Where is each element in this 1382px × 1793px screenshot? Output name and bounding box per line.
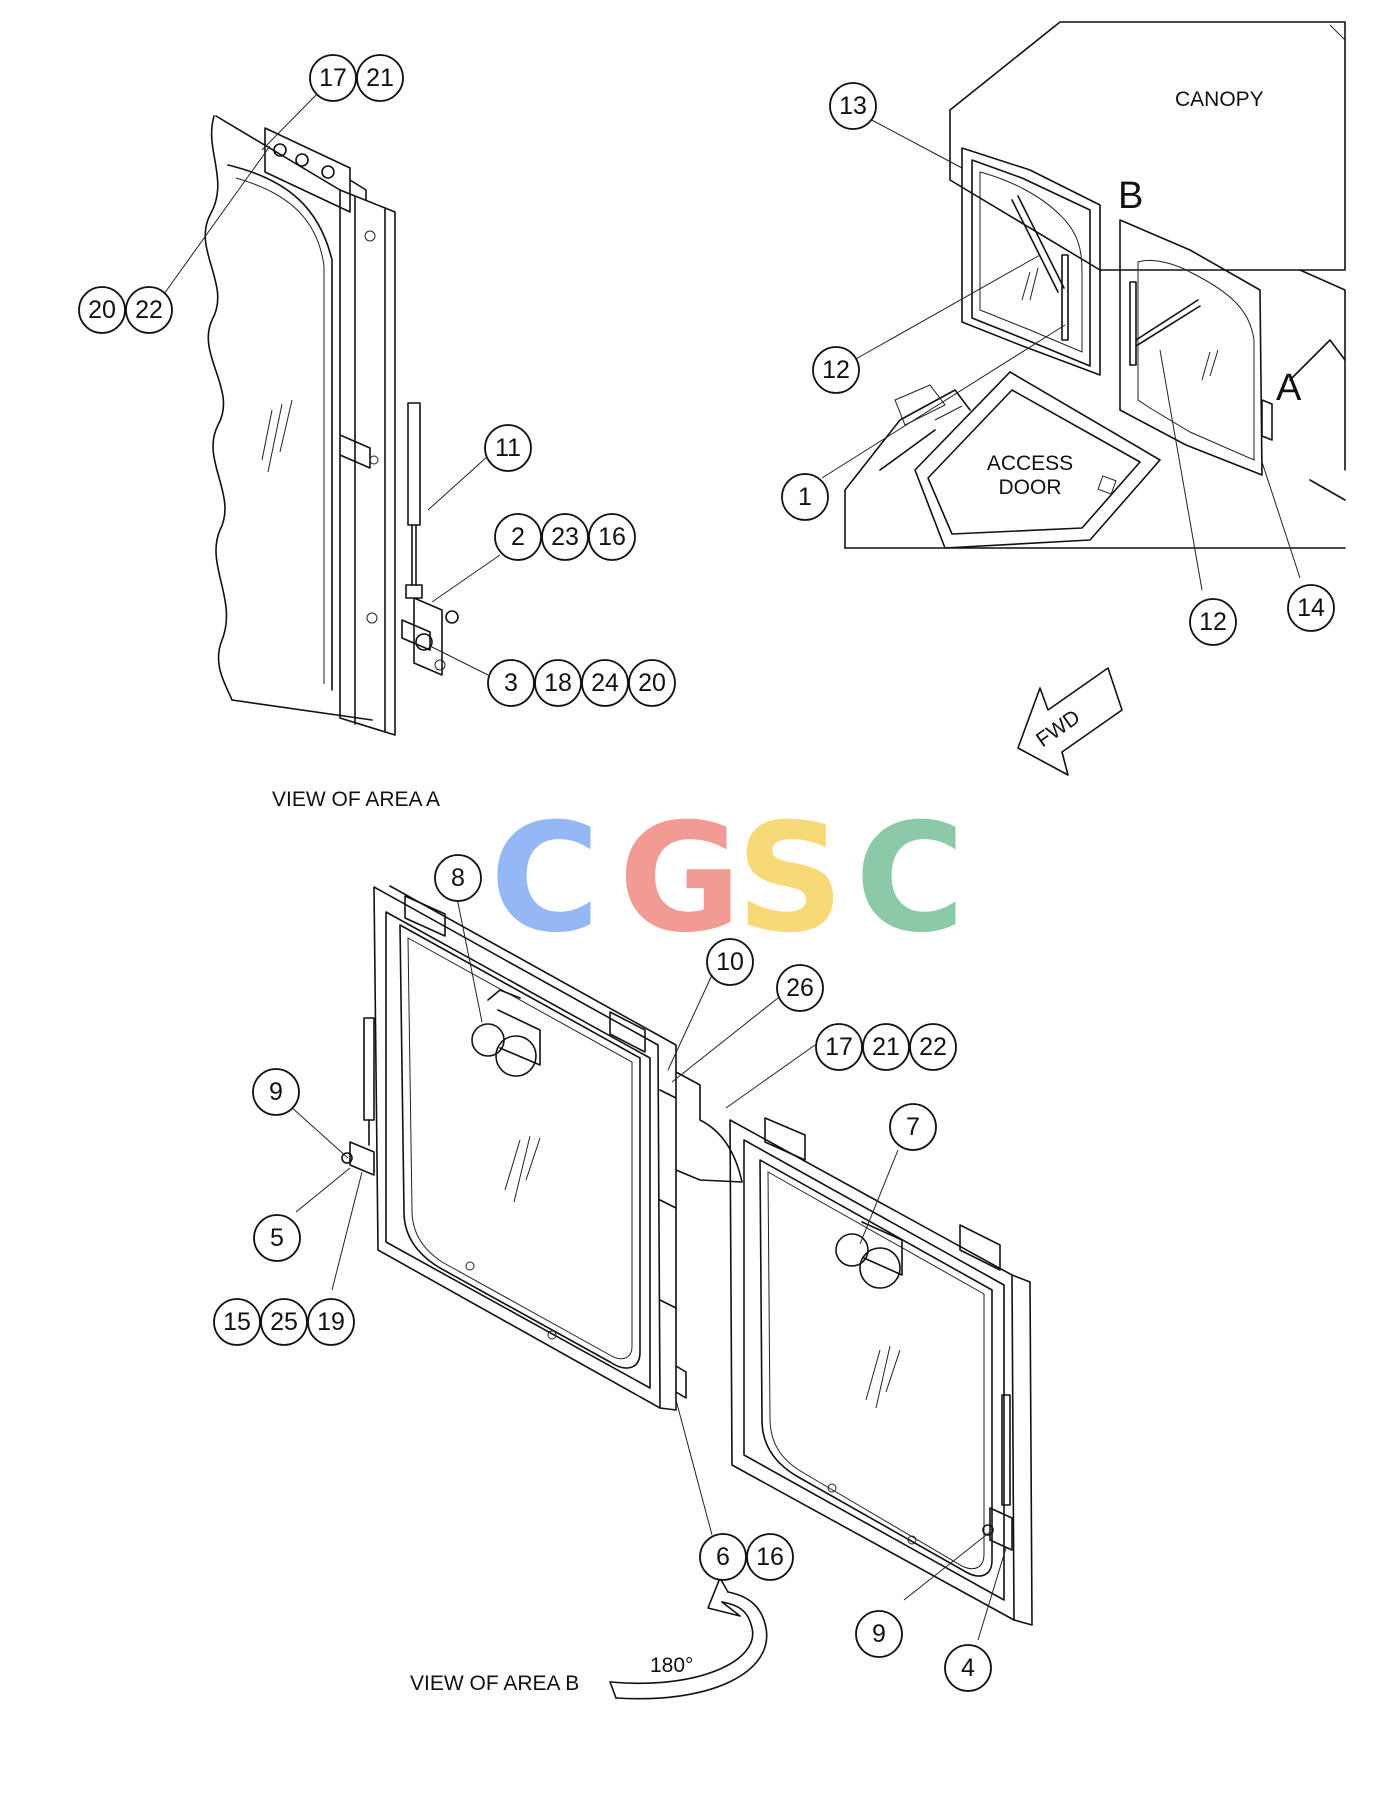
svg-text:4: 4	[961, 1654, 975, 1682]
callout: 8	[434, 854, 482, 902]
svg-text:16: 16	[598, 523, 626, 551]
svg-text:24: 24	[591, 669, 619, 697]
callout: 24	[581, 659, 629, 707]
svg-text:10: 10	[716, 948, 744, 976]
callout: 10	[706, 938, 754, 986]
callout: 16	[588, 513, 636, 561]
svg-text:21: 21	[366, 64, 394, 92]
svg-text:26: 26	[786, 974, 814, 1002]
watermark-letter-4: C	[855, 792, 965, 966]
svg-text:6: 6	[716, 1543, 730, 1571]
rotation-label: 180°	[650, 1654, 693, 1677]
callout: 25	[260, 1298, 308, 1346]
area-a-marker: A	[1276, 367, 1302, 409]
svg-text:3: 3	[504, 669, 518, 697]
svg-text:16: 16	[756, 1543, 784, 1571]
svg-text:14: 14	[1297, 594, 1325, 622]
view-area-a-title: VIEW OF AREA A	[272, 788, 440, 811]
svg-text:20: 20	[88, 296, 116, 324]
overview-drawing	[844, 21, 1346, 549]
rotation-arrow	[609, 1577, 768, 1700]
view-area-b-leaders	[289, 887, 1007, 1641]
callout: 12	[1189, 598, 1237, 646]
callout: 3	[487, 659, 535, 707]
callout: 16	[746, 1533, 794, 1581]
access-door-label-line2: DOOR	[999, 476, 1062, 499]
text-labels: CANOPY ACCESS DOOR B A VIEW OF AREA A VI…	[272, 88, 1302, 1695]
canopy-label: CANOPY	[1175, 88, 1264, 111]
view-area-b-drawing	[341, 885, 1033, 1626]
svg-text:9: 9	[269, 1078, 283, 1106]
callout: 9	[252, 1068, 300, 1116]
svg-text:13: 13	[839, 92, 867, 120]
svg-text:1: 1	[798, 483, 812, 511]
callout: 12	[812, 346, 860, 394]
svg-text:22: 22	[135, 296, 163, 324]
svg-text:15: 15	[223, 1308, 251, 1336]
callout: 19	[307, 1298, 355, 1346]
area-b-marker: B	[1118, 175, 1143, 217]
callout: 6	[699, 1533, 747, 1581]
svg-text:22: 22	[919, 1033, 947, 1061]
callout: 26	[776, 964, 824, 1012]
access-door-label-line1: ACCESS	[987, 452, 1073, 475]
callout: 21	[356, 54, 404, 102]
svg-text:11: 11	[495, 434, 521, 462]
callout: 1	[781, 473, 829, 521]
callout: 22	[125, 286, 173, 334]
svg-text:7: 7	[906, 1113, 920, 1141]
watermark-letter-1: C	[490, 792, 600, 966]
callout: 23	[541, 513, 589, 561]
svg-text:21: 21	[872, 1033, 900, 1061]
svg-text:17: 17	[825, 1033, 853, 1061]
watermark-letter-3: S	[736, 792, 844, 966]
svg-text:17: 17	[319, 64, 347, 92]
callout: 17	[309, 54, 357, 102]
svg-text:25: 25	[270, 1308, 298, 1336]
callout: 4	[944, 1644, 992, 1692]
fwd-label: FWD	[1032, 706, 1084, 752]
callout: 14	[1287, 584, 1335, 632]
svg-text:18: 18	[544, 669, 572, 697]
svg-text:19: 19	[317, 1308, 345, 1336]
callout: 22	[909, 1023, 957, 1071]
svg-text:23: 23	[551, 523, 579, 551]
svg-text:20: 20	[638, 669, 666, 697]
overview-leaders	[821, 117, 1301, 591]
callout: 21	[862, 1023, 910, 1071]
cgsc-watermark: C G S C	[490, 792, 965, 966]
fwd-arrow: FWD	[1017, 667, 1123, 776]
callout: 9	[855, 1610, 903, 1658]
view-area-a-drawing	[204, 115, 459, 736]
callout: 15	[213, 1298, 261, 1346]
callout: 2	[494, 513, 542, 561]
callout: 20	[78, 286, 126, 334]
callout: 11	[484, 424, 532, 472]
watermark-letter-2: G	[618, 792, 741, 966]
callout-bubbles: 17 21 20 22 11 2 23 16 3 18 24 20 13 12 …	[78, 54, 1335, 1692]
callout: 13	[829, 82, 877, 130]
callout: 7	[889, 1103, 937, 1151]
svg-text:12: 12	[1199, 608, 1227, 636]
callout: 20	[628, 659, 676, 707]
svg-text:9: 9	[872, 1620, 886, 1648]
callout: 18	[534, 659, 582, 707]
svg-text:5: 5	[270, 1224, 284, 1252]
view-area-b-title: VIEW OF AREA B	[410, 1672, 579, 1695]
callout: 5	[253, 1214, 301, 1262]
svg-text:12: 12	[822, 356, 850, 384]
view-area-a-leaders	[163, 93, 501, 676]
callout: 17	[815, 1023, 863, 1071]
svg-text:2: 2	[511, 523, 525, 551]
svg-text:8: 8	[451, 864, 465, 892]
